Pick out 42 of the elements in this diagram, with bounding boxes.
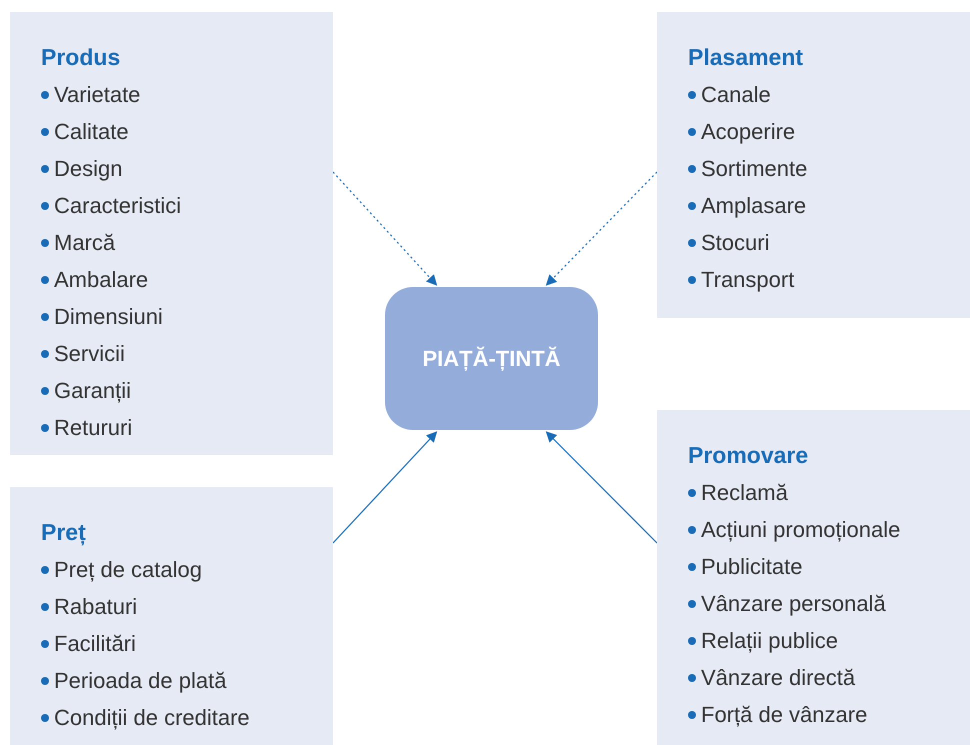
list-item: Stocuri (701, 229, 770, 257)
list-item: Varietate (54, 81, 140, 109)
list-item: Retururi (54, 414, 132, 442)
category-panel (657, 410, 970, 745)
category-heading: Produs (41, 43, 122, 72)
list-item: Vânzare personală (701, 590, 886, 618)
list-item: Rabaturi (54, 593, 138, 621)
list-item: Marcă (54, 229, 116, 257)
list-item: Transport (701, 266, 794, 294)
list-item: Publicitate (701, 553, 803, 581)
arrow (332, 431, 438, 544)
list-item: Facilitări (54, 630, 136, 658)
list-item: Garanții (54, 377, 132, 405)
target-box (385, 287, 598, 430)
arrow (332, 172, 438, 286)
category-heading: Preț (41, 518, 87, 548)
list-item: Vânzare directă (701, 664, 856, 692)
list-item: Servicii (54, 340, 125, 368)
arrow (546, 431, 658, 544)
list-item: Relații publice (701, 627, 838, 655)
list-item: Perioada de plată (54, 667, 226, 695)
list-item: Design (54, 155, 122, 183)
list-item: Condiții de creditare (54, 704, 250, 732)
category-heading: Promovare (688, 441, 810, 470)
list-item: Preț de catalog (54, 556, 202, 584)
list-item: Ambalare (54, 266, 148, 294)
category-heading: Plasament (688, 43, 804, 72)
list-item: Forță de vânzare (701, 701, 868, 729)
list-item: Acoperire (701, 118, 796, 146)
list-item: Canale (701, 81, 771, 109)
list-item: Amplasare (701, 192, 806, 220)
category-panel (10, 487, 333, 745)
list-item: Caracteristici (54, 192, 182, 220)
list-item: Dimensiuni (54, 303, 163, 331)
list-item: Acțiuni promoționale (701, 516, 900, 544)
list-item: Sortimente (701, 155, 808, 183)
list-item: Calitate (54, 118, 129, 146)
category-panel (657, 12, 970, 318)
list-item: Reclamă (701, 479, 788, 507)
category-panel (10, 12, 333, 455)
arrow (546, 172, 658, 286)
target-label: PIAȚĂ-ȚINTĂ (422, 345, 561, 373)
